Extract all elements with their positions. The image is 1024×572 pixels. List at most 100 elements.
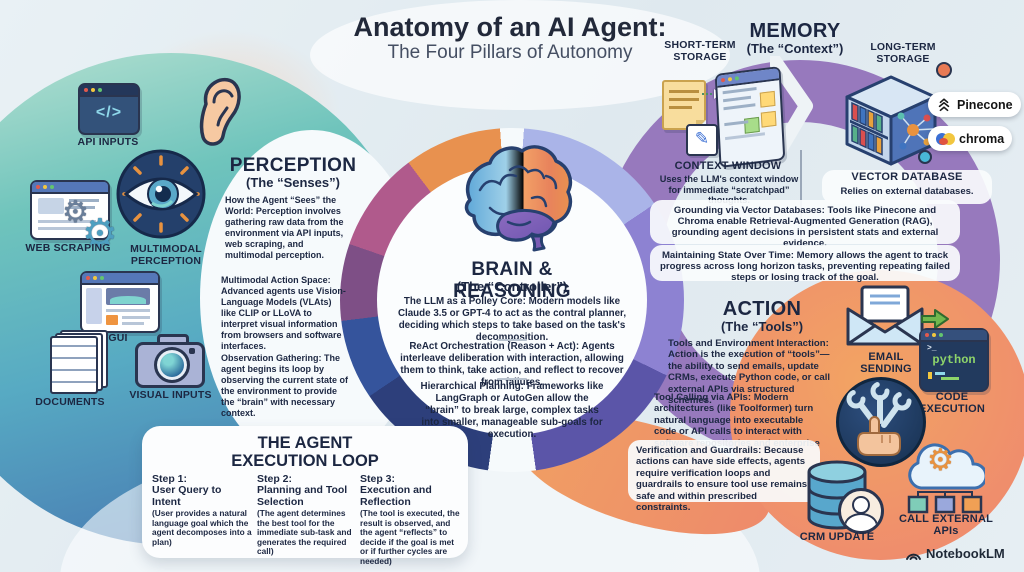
paragraph-body: Memory allows the agent to track progres… [659, 249, 950, 283]
paragraph-body: Frameworks like LangGraph or AutoGen all… [421, 380, 604, 440]
window-titlebar [32, 182, 108, 194]
email-sending-label: EMAIL SENDING [860, 351, 912, 375]
context-window-icon [714, 66, 786, 168]
loop-title-line1: THE AGENT [257, 434, 353, 452]
loop-title-line2: EXECUTION LOOP [231, 452, 379, 470]
perception-paragraph: How the Agent “Sees” the World: Percepti… [225, 195, 349, 261]
step-heading: Execution and Reflection [360, 484, 432, 508]
gear-icon: ⚙ [82, 211, 118, 257]
short-term-storage-label: SHORT-TERM STORAGE [664, 39, 736, 63]
paragraph-body: Agents interleave deliberation with inte… [400, 340, 624, 388]
terminal-language: python [932, 353, 976, 367]
pencil-glyph: ✎ [694, 129, 710, 149]
loop-step: Step 2: Planning and Tool Selection (The… [257, 473, 355, 557]
action-paragraph-pill [628, 440, 820, 502]
paragraph-body: Perception involves gathering raw data f… [225, 206, 344, 260]
green-arrow-icon [921, 309, 949, 329]
code-glyph: </> [95, 104, 123, 121]
text-line [69, 206, 95, 209]
execution-loop-card: THE AGENT EXECUTION LOOP Step 1: User Qu… [142, 426, 468, 566]
chroma-icon [936, 132, 955, 146]
sidebar-block [86, 288, 102, 324]
memory-paragraph-pill [650, 245, 960, 281]
page-title: Anatomy of an AI Agent: [353, 12, 667, 42]
memory-paragraph: Maintaining State Over Time: Memory allo… [655, 250, 955, 283]
email-sending-icon [846, 285, 924, 346]
brain-paragraph: The LLM as a Polley Core: Modern models … [394, 296, 630, 344]
brain-title: BRAIN & REASONING [453, 259, 571, 302]
crm-update-label: CRM UPDATE [799, 531, 875, 543]
gui-icon [80, 271, 160, 333]
divider [497, 339, 527, 341]
step-label: Step 1: [152, 473, 188, 485]
brand-label: NotebookLM [926, 546, 1005, 561]
paragraph-body: The agent begins its loop by observing t… [221, 353, 349, 418]
vector-database-label: VECTOR DATABASE [851, 171, 963, 183]
loop-step: Step 1: User Query to Intent (User provi… [152, 473, 252, 547]
terminal-prompt: >_ [927, 344, 937, 353]
web-scraping-icon [30, 180, 110, 240]
multimodal-perception-eye-icon [116, 149, 206, 239]
paragraph-lead: Tools and Environment Interaction: [668, 337, 829, 349]
paragraph-lead: The LLM as a Polley Core: [403, 295, 526, 307]
chroma-badge: chroma [928, 126, 1013, 151]
dotted-arrow [702, 93, 716, 95]
perception-paragraph: Observation Gathering: The agent begins … [221, 353, 351, 419]
gear-icon: ⚙ [927, 443, 954, 478]
perception-paragraph: Multimodal Action Space: Advanced agents… [221, 275, 349, 352]
memory-paragraph: Grounding via Vector Databases: Tools li… [655, 205, 955, 249]
divider [497, 378, 527, 380]
brain-icon [464, 145, 573, 252]
background-blob [310, 0, 730, 110]
text-line [122, 322, 144, 325]
image-block [106, 288, 150, 305]
perception-subtitle: (The “Senses”) [246, 175, 340, 190]
paragraph-body: Because actions can have side effects, a… [636, 444, 808, 514]
paragraph-body: Action is the execution of “tools”—the a… [668, 349, 831, 407]
paragraph-body: Tools like Pinecone and Chroma enable Re… [671, 204, 939, 249]
paragraph-lead: Hierarchical Planning: [420, 380, 524, 392]
text-line [38, 227, 86, 230]
call-external-apis-label: CALL EXTERNAL APIs [898, 513, 994, 537]
paragraph-lead: How the Agent “Sees” the World: [225, 195, 337, 216]
window-titlebar [80, 85, 138, 97]
step-label: Step 3: [360, 473, 396, 485]
brain-paragraph: Hierarchical Planning: Frameworks like L… [420, 381, 604, 441]
step-label: Step 2: [257, 473, 293, 485]
visual-inputs-camera-icon [135, 334, 205, 388]
person-badge-icon [838, 488, 884, 534]
node-dot [936, 62, 952, 78]
vector-database-cube-icon [845, 75, 937, 166]
documents-icon [50, 330, 108, 394]
memory-chevron-shape [770, 56, 813, 166]
code-execution-label: CODE EXECUTION [919, 391, 985, 415]
memory-subtitle: (The “Context”) [746, 41, 844, 56]
window-titlebar [921, 330, 987, 342]
gear-icon: ⚙ [62, 195, 89, 230]
vector-database-caption: Relies on external databases. [840, 186, 974, 197]
step-heading: User Query to Intent [152, 484, 222, 508]
tool-calling-hand-icon [836, 377, 926, 467]
brain-paragraph: ReAct Orchestration (Reason + Act): Agen… [398, 341, 626, 389]
brain-subtitle: (The “Controller”) [456, 279, 568, 294]
step-caption: (The agent determines the best tool for … [257, 508, 352, 557]
pinecone-label: Pinecone [957, 97, 1013, 112]
pinecone-badge: Pinecone [928, 92, 1021, 117]
memory-paragraph-pill [650, 200, 960, 244]
paragraph-lead: ReAct Orchestration (Reason + Act): [409, 340, 580, 352]
documents-label: DOCUMENTS [35, 396, 105, 408]
pencil-note-icon: ✎ [686, 124, 718, 156]
text-line [122, 316, 150, 319]
page-subtitle: The Four Pillars of Autonomy [387, 42, 633, 63]
paragraph-body: Modern models like Claude 3.5 or GPT-4 t… [397, 295, 627, 343]
window-titlebar [82, 273, 158, 285]
code-execution-icon: >_ python [919, 328, 989, 392]
action-subtitle: (The “Tools”) [720, 319, 804, 334]
chroma-label: chroma [959, 131, 1005, 146]
thumbnail-block [38, 198, 64, 214]
api-inputs-icon: </> [78, 83, 140, 135]
notebooklm-logo-icon [906, 553, 921, 560]
memory-title: MEMORY [749, 20, 841, 42]
api-inputs-label: API INPUTS [77, 136, 139, 148]
